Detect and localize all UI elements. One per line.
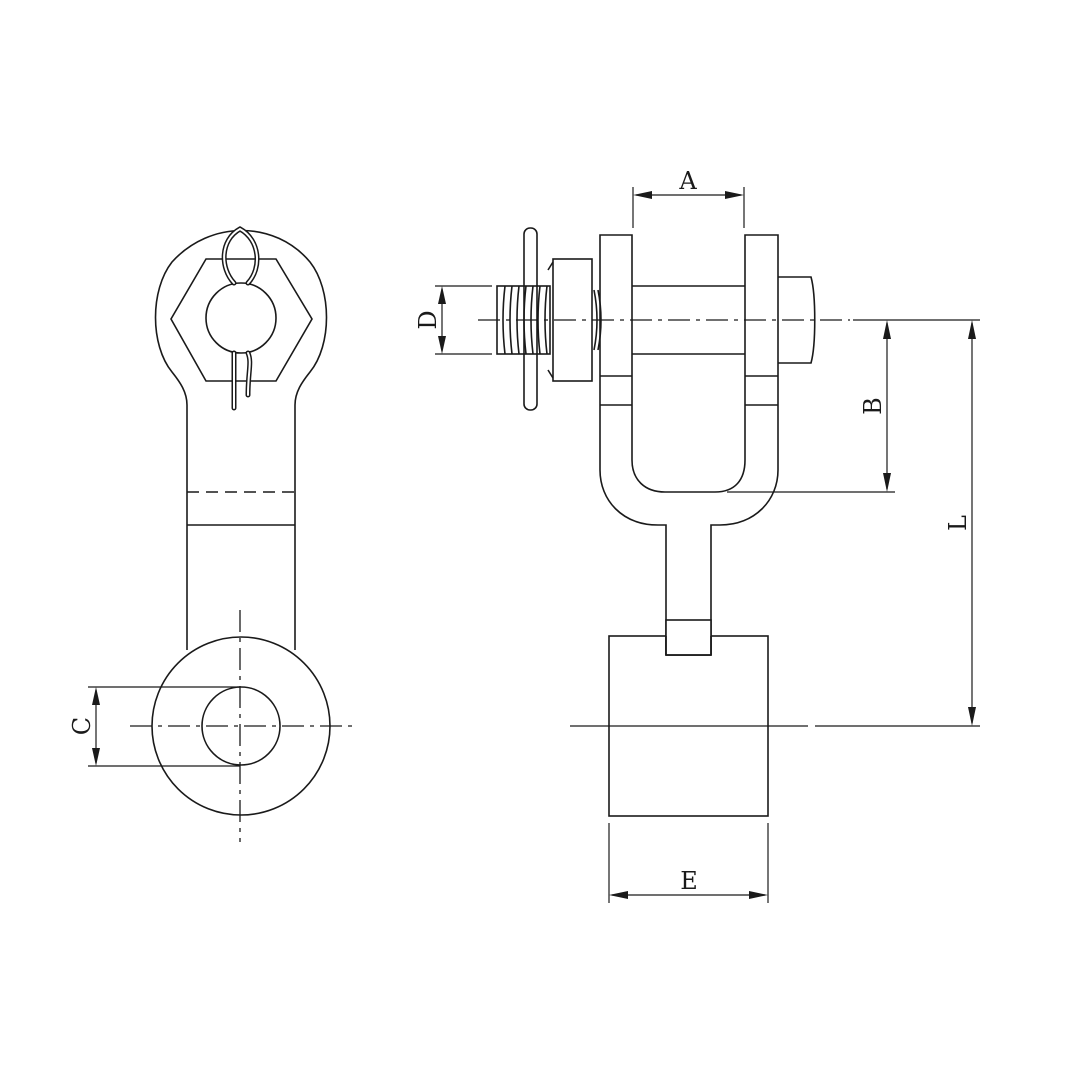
bolt-head — [778, 276, 816, 364]
dim-label-l: L — [944, 515, 972, 531]
clevis-outer — [599, 234, 779, 656]
hex-nut — [170, 258, 313, 382]
front-view: A D B L E — [414, 167, 980, 903]
dim-label-e: E — [680, 867, 698, 895]
socket-inner-circle — [201, 686, 281, 766]
dim-label-d: D — [414, 310, 442, 329]
dim-label-c: C — [68, 717, 96, 735]
side-view: C — [68, 226, 353, 842]
dim-label-a: A — [678, 167, 697, 195]
pin-circle — [205, 282, 277, 354]
dim-label-b: B — [859, 397, 887, 415]
